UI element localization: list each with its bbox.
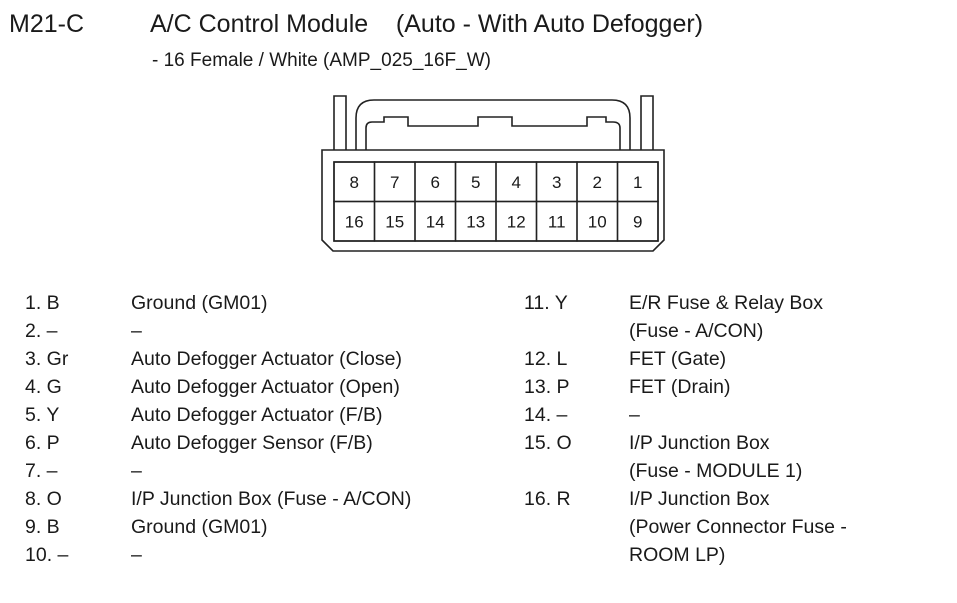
pin-id: 16. R bbox=[524, 488, 571, 510]
pin-number-label: 15 bbox=[385, 212, 404, 231]
connector-subtitle: - 16 Female / White (AMP_025_16F_W) bbox=[152, 50, 491, 71]
pin-description: ROOM LP) bbox=[629, 544, 726, 566]
pin-id: 2. – bbox=[25, 320, 58, 342]
pin-number-label: 9 bbox=[633, 212, 642, 231]
pin-number-label: 7 bbox=[390, 173, 399, 192]
pin-id: 1. B bbox=[25, 292, 60, 314]
pin-number-label: 11 bbox=[548, 212, 566, 231]
pin-id: 12. L bbox=[524, 348, 568, 370]
pin-id: 15. O bbox=[524, 432, 572, 454]
pin-number-label: 8 bbox=[350, 173, 359, 192]
pin-number-label: 4 bbox=[512, 173, 521, 192]
pin-id: 13. P bbox=[524, 376, 570, 398]
pin-number-label: 5 bbox=[471, 173, 480, 192]
pin-description: (Fuse - A/CON) bbox=[629, 320, 764, 342]
pin-number-label: 14 bbox=[426, 212, 445, 231]
pin-number-label: 6 bbox=[431, 173, 440, 192]
pin-id: 8. O bbox=[25, 488, 62, 510]
pin-id: 10. – bbox=[25, 544, 69, 566]
pin-number-label: 13 bbox=[466, 212, 485, 231]
connector-diagram: 8 7 6 5 4 3 2 1 16 15 14 13 12 11 10 9 bbox=[321, 95, 665, 252]
pin-id: 6. P bbox=[25, 432, 60, 454]
pin-number-label: 1 bbox=[633, 173, 642, 192]
pin-description: FET (Drain) bbox=[629, 376, 731, 398]
pin-description: Auto Defogger Actuator (Close) bbox=[131, 348, 402, 370]
pin-id: 14. – bbox=[524, 404, 568, 426]
pin-description: FET (Gate) bbox=[629, 348, 727, 370]
pin-grid: 8 7 6 5 4 3 2 1 16 15 14 13 12 11 10 9 bbox=[333, 161, 659, 242]
pin-number-label: 3 bbox=[552, 173, 561, 192]
pin-description: Auto Defogger Actuator (F/B) bbox=[131, 404, 383, 426]
pin-id: 11. Y bbox=[524, 292, 568, 314]
pin-description: Ground (GM01) bbox=[131, 516, 268, 538]
pin-number-label: 10 bbox=[588, 212, 607, 231]
pin-cell bbox=[616, 200, 659, 242]
pin-description: Auto Defogger Actuator (Open) bbox=[131, 376, 400, 398]
pin-description: – bbox=[629, 404, 640, 426]
pin-description: – bbox=[131, 544, 142, 566]
pin-id: 3. Gr bbox=[25, 348, 69, 370]
connector-housing bbox=[321, 95, 665, 252]
pin-description: (Power Connector Fuse - bbox=[629, 516, 847, 538]
pin-description: Auto Defogger Sensor (F/B) bbox=[131, 432, 373, 454]
pin-number-label: 2 bbox=[593, 173, 602, 192]
pin-description: I/P Junction Box bbox=[629, 432, 770, 454]
pin-description: I/P Junction Box bbox=[629, 488, 770, 510]
pin-description: – bbox=[131, 460, 142, 482]
pin-id: 9. B bbox=[25, 516, 60, 538]
pin-id: 7. – bbox=[25, 460, 58, 482]
connector-code: M21-C bbox=[9, 10, 85, 38]
pin-id: 5. Y bbox=[25, 404, 60, 426]
pin-description: (Fuse - MODULE 1) bbox=[629, 460, 803, 482]
module-title: A/C Control Module (Auto - With Auto Def… bbox=[150, 10, 704, 38]
pin-id: 4. G bbox=[25, 376, 62, 398]
pin-number-label: 16 bbox=[345, 212, 364, 231]
pin-description: – bbox=[131, 320, 142, 342]
pin-description: E/R Fuse & Relay Box bbox=[629, 292, 823, 314]
pin-description: I/P Junction Box (Fuse - A/CON) bbox=[131, 488, 412, 510]
pin-number-label: 12 bbox=[507, 212, 526, 231]
pin-description: Ground (GM01) bbox=[131, 292, 268, 314]
